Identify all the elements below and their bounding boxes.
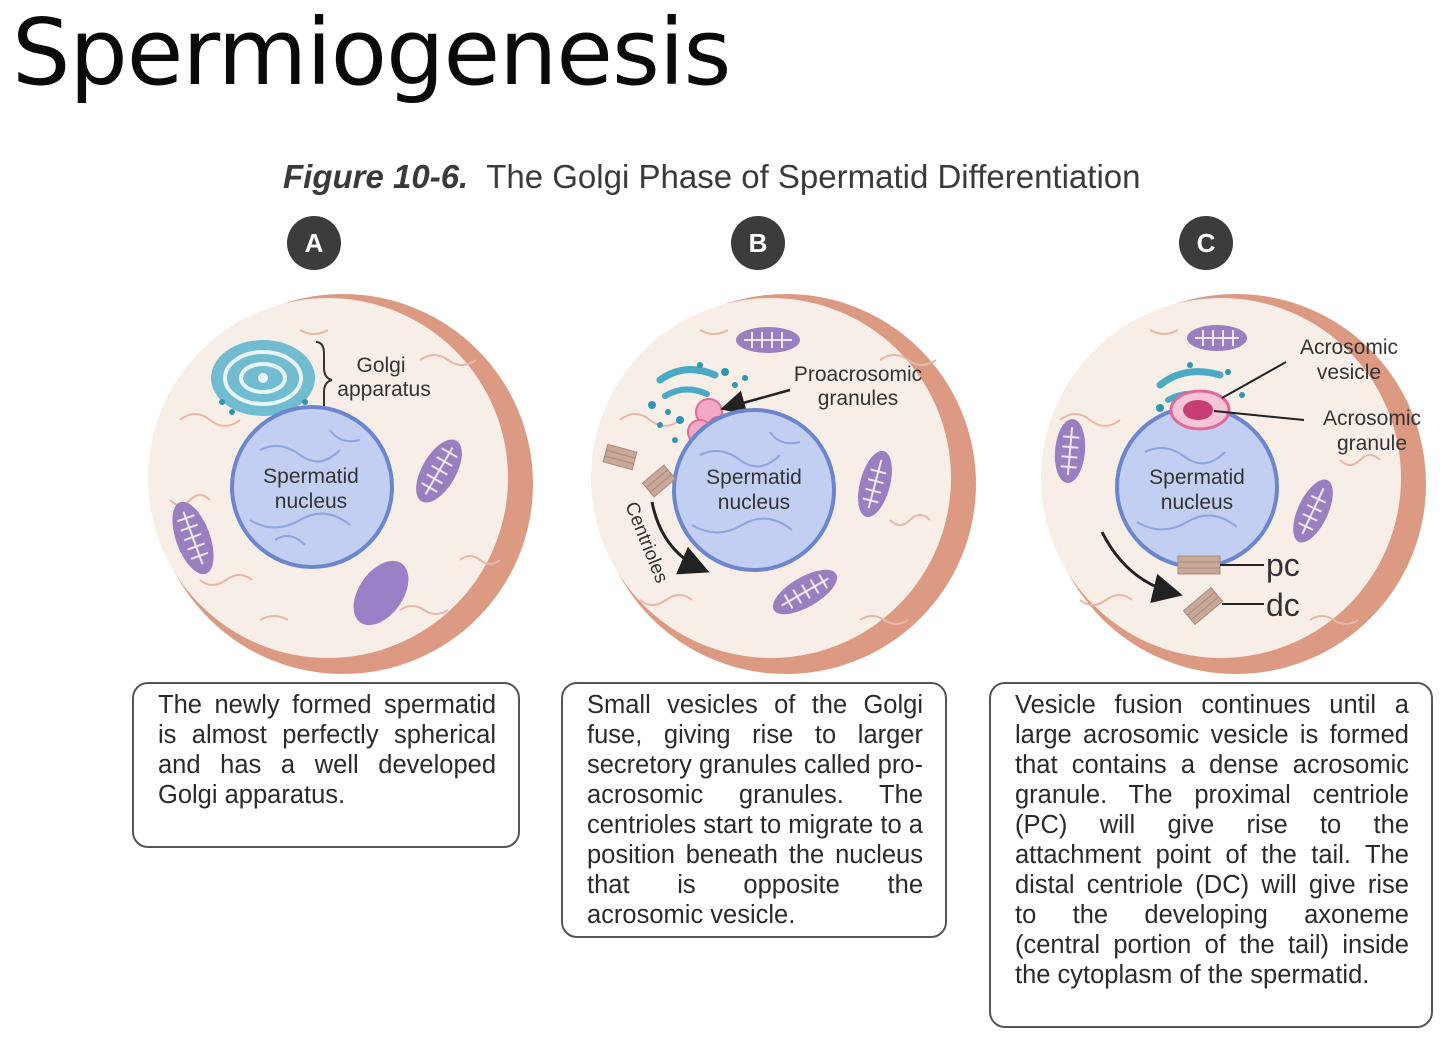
centriole xyxy=(641,464,677,498)
mitochondrion xyxy=(858,450,892,518)
nucleus-label-line1: Spermatid xyxy=(706,466,802,489)
panel-c-cell: Acrosomic vesicle Acrosomic granule Sper… xyxy=(1041,294,1426,674)
acrosomic-granule xyxy=(1183,400,1213,420)
slide-title: Spermiogenesis xyxy=(12,0,731,106)
proacrosomic-arrow xyxy=(720,388,791,415)
mitochondrion xyxy=(1293,479,1333,543)
panel-a-badge: A xyxy=(287,216,341,270)
pc-label: pc xyxy=(1266,547,1300,583)
mitochondrion xyxy=(416,439,462,503)
golgi-label-line2: apparatus xyxy=(337,378,430,401)
panel-c-badge: C xyxy=(1179,216,1233,270)
nucleus xyxy=(230,405,394,569)
panel-c-description: Vesicle fusion continues until a large a… xyxy=(989,682,1433,1028)
golgi-apparatus xyxy=(211,340,315,417)
nucleus-label-line1: Spermatid xyxy=(263,465,359,488)
acrosomic-vesicle xyxy=(1169,389,1231,431)
panel-b-description: Small vesicles of the Golgi fuse, giving… xyxy=(561,682,947,938)
proximal-centriole xyxy=(1177,555,1221,575)
mitochondrion xyxy=(736,327,800,353)
nucleus-label-line2: nucleus xyxy=(275,490,347,513)
mitochondrion xyxy=(353,560,409,626)
mitochondrion xyxy=(772,569,838,615)
acrosomic-granule-label-line2: granule xyxy=(1337,432,1407,455)
cytoplasm-fibers xyxy=(1059,329,1381,625)
centriole-migration-arrow xyxy=(650,501,710,575)
golgi-vesicles xyxy=(648,362,748,448)
centriole xyxy=(602,443,638,471)
mitochondrion xyxy=(1054,419,1086,483)
cytoplasm-fibers xyxy=(619,329,937,625)
mitochondrion xyxy=(172,501,214,575)
nucleus-label-line2: nucleus xyxy=(718,491,790,514)
acrosomic-vesicle-label-line1: Acrosomic xyxy=(1300,336,1398,359)
mitochondrion xyxy=(1187,325,1247,351)
panel-b-badge: B xyxy=(731,216,785,270)
acrosomic-granule-label-line1: Acrosomic xyxy=(1323,407,1421,430)
panel-b-cell: Centrioles Proacrosomic granules Spermat… xyxy=(591,294,976,674)
figure-caption: Figure 10-6. The Golgi Phase of Spermatid… xyxy=(283,158,1140,196)
nucleus xyxy=(672,408,836,572)
proacrosomic-label-line1: Proacrosomic xyxy=(794,363,922,386)
golgi-label-line1: Golgi xyxy=(356,354,405,377)
figure-caption-text: The Golgi Phase of Spermatid Differentia… xyxy=(486,158,1141,195)
nucleus-label-line2: nucleus xyxy=(1161,491,1233,514)
nucleus-label-line1: Spermatid xyxy=(1149,466,1245,489)
proacrosomic-label-line2: granules xyxy=(818,387,899,410)
panel-a-description: The newly formed spermatid is almost per… xyxy=(132,682,520,848)
acrosomic-vesicle-label-line2: vesicle xyxy=(1317,361,1381,384)
centriole-migration-arrow xyxy=(1100,531,1183,603)
acrosomic-granule-pointer xyxy=(1213,410,1305,421)
acrosomic-vesicle-pointer xyxy=(1221,361,1287,399)
distal-centriole xyxy=(1182,586,1224,626)
panel-a-cell: Golgi apparatus Spermatid nucleus xyxy=(148,294,533,674)
cytoplasm-fibers xyxy=(169,329,501,621)
dc-label: dc xyxy=(1266,587,1300,623)
figure-label: Figure 10-6. xyxy=(283,158,469,195)
